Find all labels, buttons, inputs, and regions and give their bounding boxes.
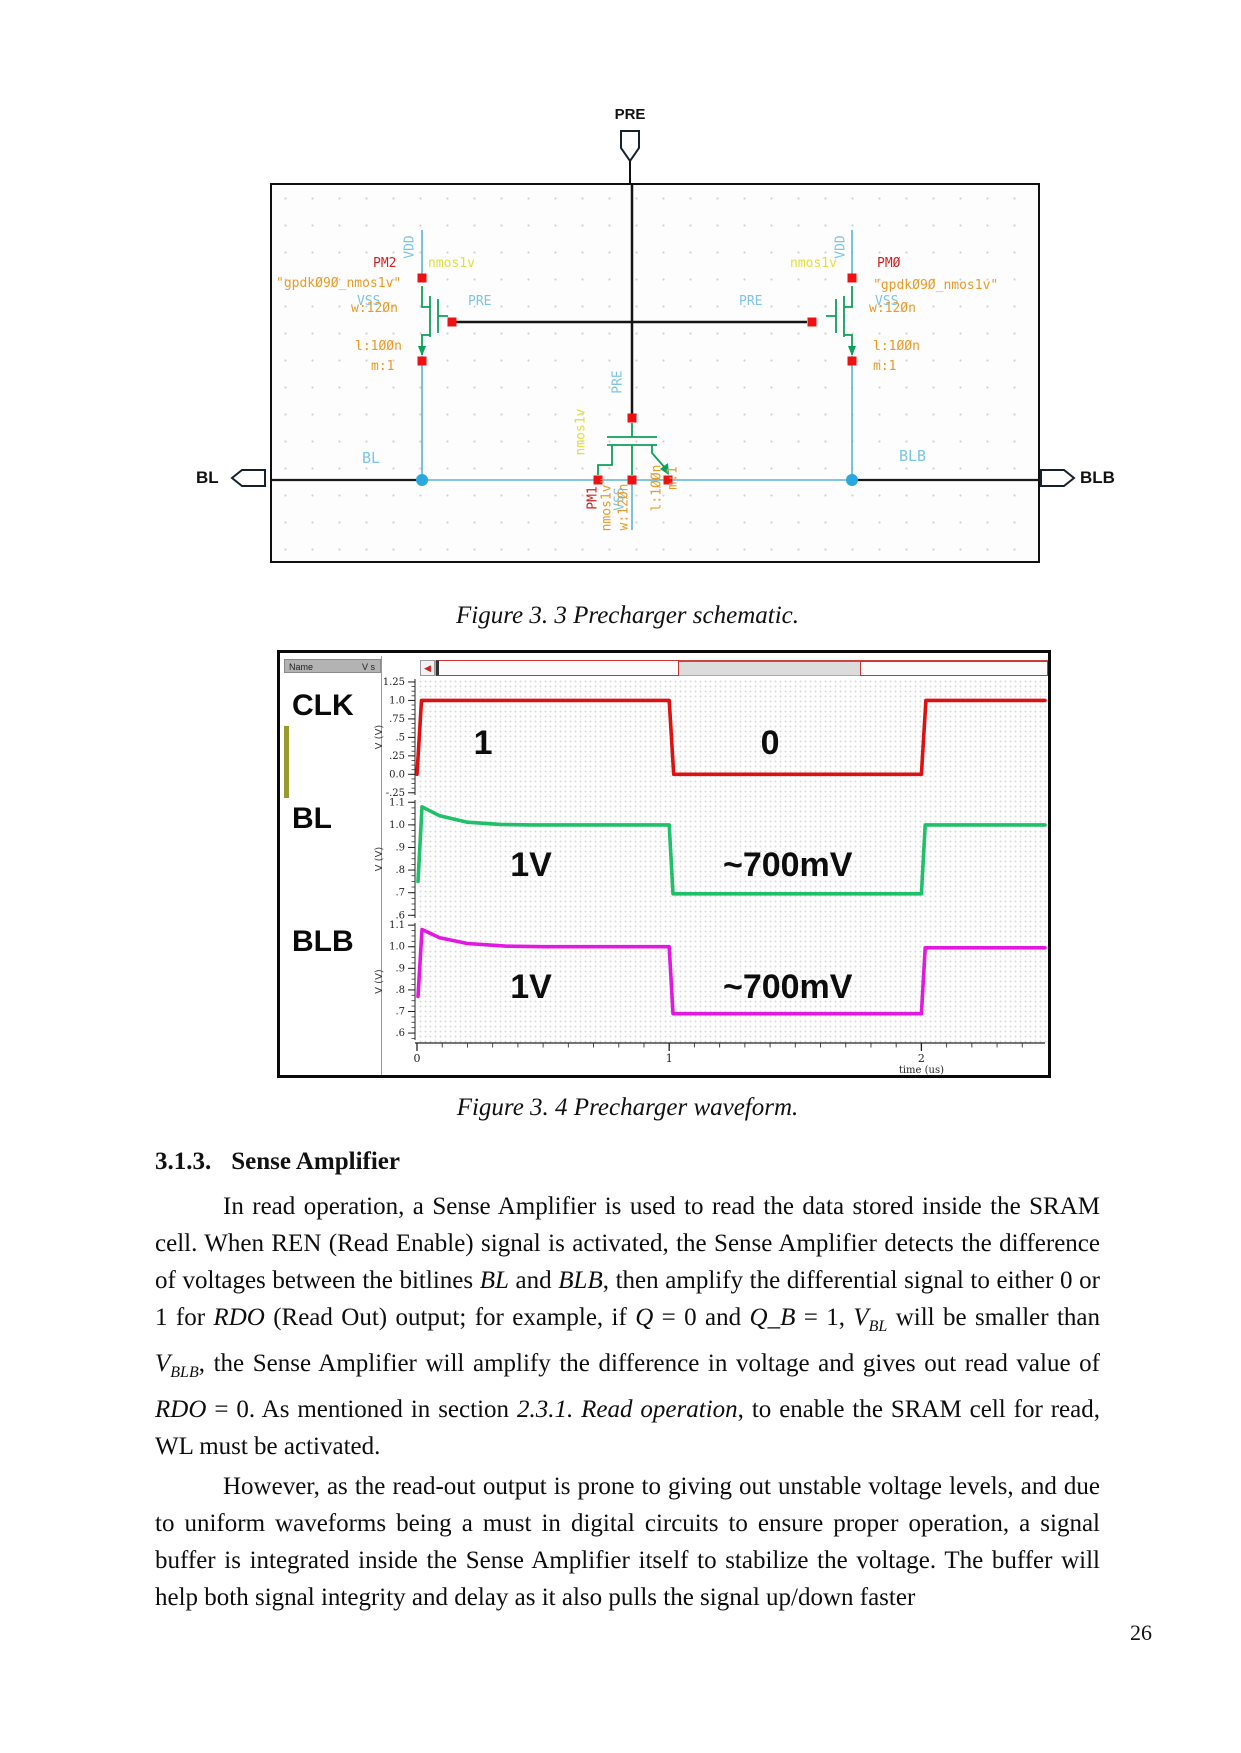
blb-pin-icon — [1040, 469, 1076, 487]
page-number: 26 — [1130, 1620, 1152, 1645]
pre-pin-wire — [629, 161, 631, 185]
signal-name-bl[interactable]: BL — [292, 802, 332, 835]
blb-pin-label: BLB — [1080, 468, 1115, 487]
pm2-mult-label: m:1 — [371, 359, 395, 374]
section-number: 3.1.3. — [155, 1148, 212, 1175]
pm1-length-label: l:1ØØn — [649, 464, 665, 512]
svg-text:0: 0 — [414, 1052, 421, 1065]
paragraph-1: In read operation, a Sense Amplifier is … — [155, 1193, 1100, 1460]
svg-text:.7: .7 — [395, 888, 405, 899]
svg-text:V (V): V (V) — [374, 969, 385, 994]
pm0-model-label: nmos1v — [790, 256, 837, 271]
svg-text:1: 1 — [474, 724, 493, 762]
panel-separator[interactable] — [381, 656, 382, 1075]
section-heading: 3.1.3. Sense Amplifier — [155, 1148, 400, 1176]
signal-name-blb[interactable]: BLB — [292, 925, 354, 958]
bl-pin-icon — [230, 469, 266, 487]
vdd-net-label: VDD — [402, 235, 418, 259]
svg-text:.5: .5 — [395, 732, 405, 743]
precharger-schematic: VDD PM2 nmos1v "gpdkØ9Ø_nmos1v" VSS w:12… — [270, 183, 1042, 563]
pre-net-label-right: PRE — [739, 294, 763, 309]
section-title: Sense Amplifier — [231, 1148, 400, 1175]
pm1-model-label: nmos1v — [573, 408, 589, 456]
paragraph-2: However, as the read-out output is prone… — [155, 1473, 1100, 1611]
svg-text:1.25: 1.25 — [383, 677, 405, 688]
svg-text:.9: .9 — [395, 963, 405, 974]
svg-text:.8: .8 — [395, 985, 405, 996]
svg-text:1V: 1V — [510, 968, 552, 1006]
schematic-wires — [272, 185, 1042, 530]
svg-text:~700mV: ~700mV — [723, 846, 853, 884]
svg-text:0.0: 0.0 — [389, 769, 405, 780]
svg-text:1.0: 1.0 — [389, 942, 405, 953]
vss-net-label-right: VSS — [875, 294, 899, 309]
signal-list-header: Name V s — [284, 659, 381, 673]
svg-text:.75: .75 — [389, 714, 405, 725]
pm2-instance-label: PM2 — [373, 256, 397, 271]
vss-net-label-left: VSS — [357, 294, 381, 309]
svg-text:time (us): time (us) — [899, 1065, 944, 1076]
svg-text:~700mV: ~700mV — [723, 968, 853, 1006]
pre-net-label-left: PRE — [468, 294, 492, 309]
pm0-width-label: w:12Øn — [869, 301, 916, 316]
waveform-plot: 1.25 1.0 .75 .5 .25 0.0 -.25 V (V) 1 0 1.1 1.0 .9 .8.… — [374, 677, 1047, 1076]
pm0-cell-label: "gpdkØ9Ø_nmos1v" — [873, 278, 999, 293]
svg-text:1: 1 — [666, 1052, 673, 1065]
figure-3-4-caption: Figure 3. 4 Precharger waveform. — [456, 1094, 799, 1121]
blb-net-label: BLB — [899, 447, 927, 465]
zoom-scrollbar-slider[interactable] — [436, 660, 679, 676]
svg-text:.6: .6 — [395, 1028, 405, 1039]
connection-squares — [417, 273, 857, 485]
pm0-length-label: l:1ØØn — [873, 339, 920, 354]
svg-text:2: 2 — [918, 1052, 925, 1065]
pm1-width-label: w:12Øn — [616, 483, 632, 531]
pm2-width-label: w:12Øn — [351, 301, 398, 316]
pm2-length-label: l:1ØØn — [355, 339, 402, 354]
scrollbar-left-arrow-icon[interactable]: ◀ — [420, 660, 435, 676]
pm0-mult-label: m:1 — [873, 359, 897, 374]
svg-text:0: 0 — [761, 724, 780, 762]
svg-text:.7: .7 — [395, 1007, 405, 1018]
svg-text:.8: .8 — [395, 865, 405, 876]
svg-text:-.25: -.25 — [386, 788, 405, 799]
pm1-mult-label: m:1 — [665, 466, 681, 490]
plot-grid-area — [418, 679, 1048, 1046]
bl-net-label: BL — [362, 449, 381, 467]
pre-net-label-mid: PRE — [610, 370, 626, 394]
svg-text:V (V): V (V) — [374, 725, 385, 750]
bl-pin-label: BL — [196, 468, 219, 487]
svg-text:1.1: 1.1 — [389, 797, 405, 808]
name-column-header: Name — [289, 662, 314, 672]
waveform-viewer-window: Name V s CLK BL BLB ◀ 1.25 1.0 .75 .5 .25 0.0… — [277, 650, 1051, 1078]
svg-text:1V: 1V — [510, 846, 552, 884]
pm2-model-label: nmos1v — [428, 256, 475, 271]
pm1-instance-label: PM1 — [585, 486, 601, 510]
signal-name-clk[interactable]: CLK — [292, 689, 354, 722]
svg-text:1.1: 1.1 — [389, 920, 405, 931]
svg-text:.25: .25 — [389, 751, 405, 762]
pre-pin-icon — [620, 130, 640, 163]
pm0-instance-label: PMØ — [877, 256, 901, 271]
svg-text:1.0: 1.0 — [389, 695, 405, 706]
svg-text:.9: .9 — [395, 842, 405, 853]
svg-text:V (V): V (V) — [374, 847, 385, 872]
svg-text:1.0: 1.0 — [389, 820, 405, 831]
figure-3-3-caption: Figure 3. 3 Precharger schematic. — [456, 602, 799, 629]
selection-bar[interactable] — [284, 726, 289, 798]
pm2-cell-label: "gpdkØ9Ø_nmos1v" — [276, 276, 402, 291]
zoom-scrollbar-slider-2[interactable] — [860, 661, 1048, 676]
pre-top-pin-label: PRE — [614, 106, 646, 123]
vis-column-header: V s — [361, 662, 375, 672]
svg-text:.6: .6 — [395, 910, 405, 921]
